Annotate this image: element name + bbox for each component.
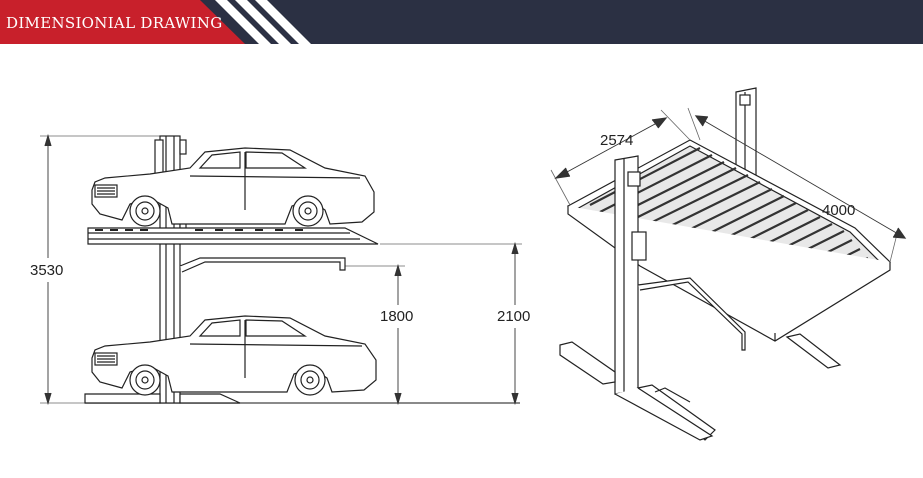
page-title: DIMENSIONIAL DRAWING [6,14,223,32]
platform-deck [566,139,891,342]
upper-car [91,147,375,227]
dim-line-platform-width [550,109,691,206]
dim-line-platform-length [687,107,907,263]
lower-car [91,315,377,396]
dim-line-platform-height [380,241,522,406]
platform-width-label: 2574 [600,132,633,149]
platform-length-label: 4000 [822,202,855,219]
header-stripes [215,0,311,44]
dim-line-upper-clearance [345,263,405,406]
platform-height-label: 2100 [497,308,530,325]
header-accent [0,0,245,44]
lift-arm [179,257,346,273]
side-view: 3530 1800 2100 [30,133,530,406]
iso-lift-arm [637,277,746,351]
dimensional-drawing: 3530 1800 2100 [30,87,907,441]
iso-view: 2574 4000 [550,87,907,441]
header-bar: DIMENSIONIAL DRAWING [0,0,923,44]
dim-line-total-height [40,133,170,406]
lower-base [84,393,241,404]
base-rails [559,333,842,441]
upper-clearance-label: 1800 [380,308,413,325]
total-height-label: 3530 [30,262,63,279]
upper-platform [87,227,379,245]
